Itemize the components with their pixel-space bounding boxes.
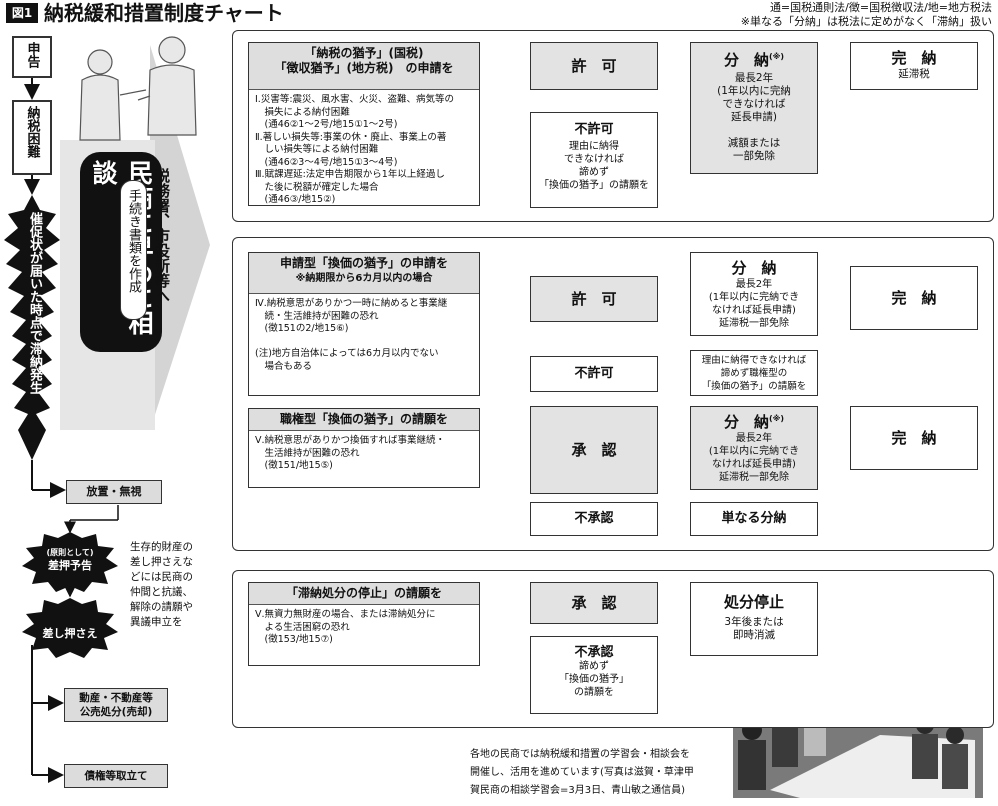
yokoku-small: (原則として) — [46, 548, 94, 557]
p2-fukyoka-box: 不許可 — [530, 356, 658, 392]
p1-kannou-label: 完 納 — [891, 49, 937, 67]
tokusoku-label: 催促状が届いた時点で滞納発生 — [27, 212, 42, 394]
side-note: 生存的財産の 差し押さえな どには民商の 仲間と抗議、 解除の請願や 異議申立を — [130, 541, 193, 628]
burst-yokoku — [22, 532, 118, 592]
p3-request-header: 「滞納処分の停止」の請願を — [249, 583, 479, 605]
p2-bunno2-desc: 最長2年 (1年以内に完納でき なければ延長申請) 延滞税一部免除 — [708, 433, 800, 483]
p2-kannou2-box: 完 納 — [850, 406, 978, 470]
p3-fushonin-box: 不承認 諦めず 「換価の猶予」 の請願を — [530, 636, 658, 714]
p2-tannaru-box: 単なる分納 — [690, 502, 818, 536]
p2-fukyoka-label: 不許可 — [574, 366, 614, 381]
figure-label: 図1 — [6, 3, 38, 23]
p2-fukyoka-desc: 理由に納得できなければ 諦めず職権型の 「換価の猶予」の請願を — [701, 355, 807, 392]
p2-bunno-label: 分 納 — [731, 259, 777, 277]
p2-kannou2-label: 完 納 — [891, 429, 937, 447]
p3-teishi-label: 処分停止 — [723, 593, 784, 611]
sashiosae-label: 差し押さえ — [42, 627, 98, 640]
p1-fukyoka-label: 不許可 — [574, 122, 614, 137]
tetsuzuki-label: 手続き書類を作成 — [120, 180, 147, 320]
p3-shonin-label: 承 認 — [571, 594, 617, 612]
law-abbreviation-note: 通=国税通則法/徴=国税徴収法/地=地方税法 — [769, 1, 992, 14]
p2-bunno2-title: 分 納(※) — [691, 411, 817, 432]
yokoku-label: 差押予告 — [48, 559, 92, 572]
houchi-box: 放置・無視 — [66, 480, 162, 504]
p1-bunno-mark: (※) — [768, 52, 785, 61]
p2-fushonin-label: 不承認 — [574, 511, 614, 526]
shinkoku-label: 申告 — [24, 42, 40, 68]
p2-kannou-label: 完 納 — [891, 289, 937, 307]
p3-request-body: Ⅴ.無資力無財産の場合、または滞納処分に よる生活困窮の恐れ (徴153/地15… — [255, 609, 436, 645]
p2-bunno2-label: 分 納 — [723, 413, 769, 431]
burst-tokusoku — [4, 195, 60, 460]
nouzei-konnan-box: 納税困難 — [12, 100, 52, 175]
bunno-note: ※単なる「分納」は税法に定めがなく「滞納」扱い — [740, 15, 992, 28]
p1-kyoka-label: 許 可 — [571, 57, 617, 75]
photo-caption: 各地の民商では納税緩和措置の学習会・相談会を 開催し、活用を進めています(写真は… — [470, 749, 694, 796]
p2-bunno-desc: 最長2年 (1年以内に完納でき なければ延長申請) 延滞税一部免除 — [708, 279, 800, 329]
p3-teishi-desc: 3年後または 即時消滅 — [724, 616, 784, 641]
p2-torikeshi-label: 不履行の場合 猶予取消も — [876, 359, 940, 384]
p1-bunno-desc: 最長2年 (1年以内に完納 できなければ 延長申請) 減額または 一部免除 — [717, 72, 791, 162]
p2-kyoka-label: 許 可 — [571, 290, 617, 308]
p3-fushonin-desc: 諦めず 「換価の猶予」 の請願を — [559, 661, 629, 698]
people-illustration — [79, 36, 197, 141]
p2-request-header-sub: ※納期限から6カ月以内の場合 — [295, 273, 433, 284]
p3-fushonin-label: 不承認 — [574, 645, 614, 660]
p2-request-header-block: 申請型「換価の猶予」の申請を ※納期限から6カ月以内の場合 — [249, 253, 479, 294]
p2-bunno-box: 分 納 最長2年 (1年以内に完納でき なければ延長申請) 延滞税一部免除 — [690, 252, 818, 336]
p2-torikeshi2-label: 不履行の場合 猶予取消も — [876, 499, 940, 524]
p1-fukyoka-box: 不許可 理由に納得 できなければ 諦めず 「換価の猶予」の請願を — [530, 112, 658, 208]
p1-kyoka-box: 許 可 — [530, 42, 658, 90]
p1-bunno-box: 分 納(※) 最長2年 (1年以内に完納 できなければ 延長申請) 減額または … — [690, 42, 818, 174]
p1-bunno-label: 分 納 — [723, 51, 769, 69]
p2-fushonin-box: 不承認 — [530, 502, 658, 536]
p1-fukyoka-desc: 理由に納得 できなければ 諦めず 「換価の猶予」の請願を — [539, 141, 649, 191]
p1-request-box: 「納税の猶予」(国税) 「徴収猶予」(地方税) の申請を Ⅰ.災害等:震災、風水… — [248, 42, 480, 206]
p1-bunno-title: 分 納(※) — [691, 49, 817, 70]
p3-teishi-box: 処分停止 3年後または 即時消滅 — [690, 582, 818, 656]
kobai-box: 動産・不動産等 公売処分(売却) — [64, 688, 168, 722]
p3-shonin-box: 承 認 — [530, 582, 658, 624]
p3-request-box: 「滞納処分の停止」の請願を Ⅴ.無資力無財産の場合、または滞納処分に よる生活困… — [248, 582, 480, 666]
saiken-box: 債権等取立て — [64, 764, 168, 788]
p2-kannou-box: 完 納 — [850, 266, 978, 330]
p2-shonin-label: 承 認 — [571, 441, 617, 459]
p2-shonin-box: 承 認 — [530, 406, 658, 494]
p1-kannou-box: 完 納 延滞税 — [850, 42, 978, 90]
p2-kyoka-box: 許 可 — [530, 276, 658, 322]
p2-shokken-box: 職権型「換価の猶予」の請願を Ⅴ.納税意思がありかつ換価すれば事業継続・ 生活維… — [248, 408, 480, 488]
p2-request-header: 申請型「換価の猶予」の申請を — [279, 256, 448, 270]
zeimusho-label: 税務署、市役所等へ — [153, 168, 171, 303]
p2-fukyoka-desc-box: 理由に納得できなければ 諦めず職権型の 「換価の猶予」の請願を — [690, 350, 818, 396]
p2-bunno2-box: 分 納(※) 最長2年 (1年以内に完納でき なければ延長申請) 延滞税一部免除 — [690, 406, 818, 490]
p1-kannou-desc: 延滞税 — [898, 68, 930, 80]
shinkoku-box: 申告 — [12, 36, 52, 78]
p2-shokken-header: 職権型「換価の猶予」の請願を — [249, 409, 479, 431]
p1-request-header: 「納税の猶予」(国税) 「徴収猶予」(地方税) の申請を — [249, 43, 479, 90]
funnel-shape — [150, 45, 210, 430]
page-title: 納税緩和措置制度チャート — [44, 1, 284, 25]
p2-shokken-body: Ⅴ.納税意思がありかつ換価すれば事業継続・ 生活維持が困難の恐れ (徴151/地… — [255, 435, 446, 471]
p2-request-box: 申請型「換価の猶予」の申請を ※納期限から6カ月以内の場合 Ⅳ.納税意思がありか… — [248, 252, 480, 396]
p2-request-body: Ⅳ.納税意思がありかつ一時に納めると事業継 続・生活維持が困難の恐れ (徴151… — [255, 298, 448, 372]
burst-sashiosae — [22, 598, 118, 658]
p2-tannaru-label: 単なる分納 — [721, 511, 787, 526]
p1-torikeshi-label: 不履行の場合 猶予取消も — [876, 173, 940, 198]
p2-bunno2-mark: (※) — [768, 414, 785, 423]
nouzei-konnan-label: 納税困難 — [24, 106, 40, 158]
p1-request-body: Ⅰ.災害等:震災、風水害、火災、盗難、病気等の 損失による納付困難 (通46②1… — [255, 94, 455, 205]
